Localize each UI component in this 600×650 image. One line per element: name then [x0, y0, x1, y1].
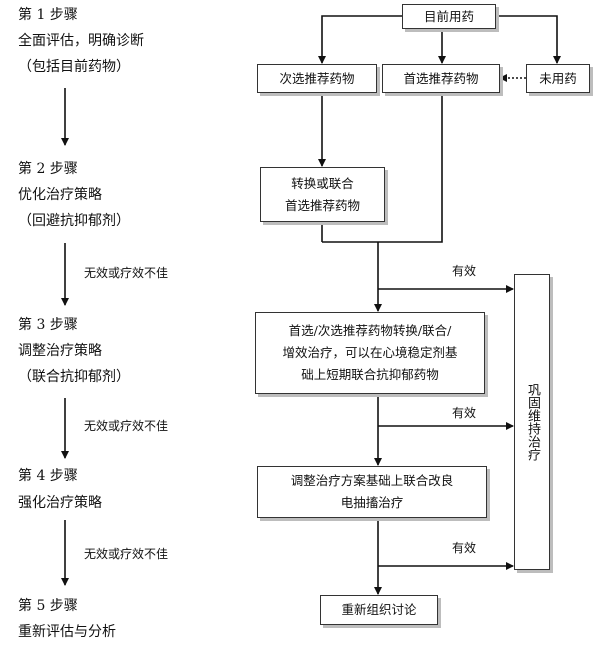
box-reorganize-discussion: 重新组织讨论: [320, 595, 438, 625]
step1-title: 第 1 步骤: [18, 7, 78, 23]
step1-description: 全面评估，明确诊断: [18, 33, 144, 49]
effective-label-2: 有效: [452, 406, 477, 420]
box-second-choice: 次选推荐药物: [257, 64, 377, 93]
effective-label-3: 有效: [452, 541, 477, 555]
step3-description: 调整治疗策略: [18, 343, 102, 359]
switch-line1: 转换或联合: [291, 175, 354, 191]
ineffective-label-1: 无效或疗效不佳: [84, 266, 169, 280]
effective-label-1: 有效: [452, 264, 477, 278]
ect-line2: 电抽搐治疗: [340, 495, 404, 510]
box-adjust-treatment: 首选/次选推荐药物转换/联合/ 增效治疗，可以在心境稳定剂基 础上短期联合抗抑郁…: [255, 312, 485, 394]
box-consolidate-maintain: 巩固维持治疗: [514, 274, 550, 570]
step5-description: 重新评估与分析: [18, 624, 116, 640]
switch-line2: 首选推荐药物: [284, 197, 360, 213]
box-switch-or-combine: 转换或联合 首选推荐药物: [260, 167, 385, 222]
current-to-second-arrow: [318, 15, 402, 64]
step2-note: （回避抗抑郁剂）: [18, 213, 130, 229]
box-first-choice: 首选推荐药物: [382, 64, 500, 93]
step4-title: 第 4 步骤: [18, 468, 78, 484]
box-current-meds: 目前用药: [402, 4, 496, 29]
ect-line1: 调整治疗方案基础上联合改良: [290, 473, 454, 488]
step2-description: 优化治疗策略: [18, 187, 102, 203]
step3-note: （联合抗抑郁剂）: [18, 369, 130, 385]
step3-title: 第 3 步骤: [18, 317, 78, 333]
ineffective-label-2: 无效或疗效不佳: [84, 419, 169, 433]
adjust-line1: 首选/次选推荐药物转换/联合/: [288, 323, 452, 338]
adjust-line3: 础上短期联合抗抑郁药物: [301, 367, 439, 382]
ineffective-label-3: 无效或疗效不佳: [84, 547, 169, 561]
step5-title: 第 5 步骤: [18, 598, 78, 614]
first-down-line: [322, 93, 443, 243]
box-no-meds: 未用药: [526, 64, 590, 93]
current-to-no-meds-arrow: [496, 15, 561, 64]
step4-description: 强化治疗策略: [18, 495, 102, 511]
step1-note: （包括目前药物）: [18, 59, 130, 75]
step2-title: 第 2 步骤: [18, 161, 78, 177]
adjust-line2: 增效治疗，可以在心境稳定剂基: [282, 345, 458, 360]
box-ect-combination: 调整治疗方案基础上联合改良 电抽搐治疗: [257, 466, 487, 518]
